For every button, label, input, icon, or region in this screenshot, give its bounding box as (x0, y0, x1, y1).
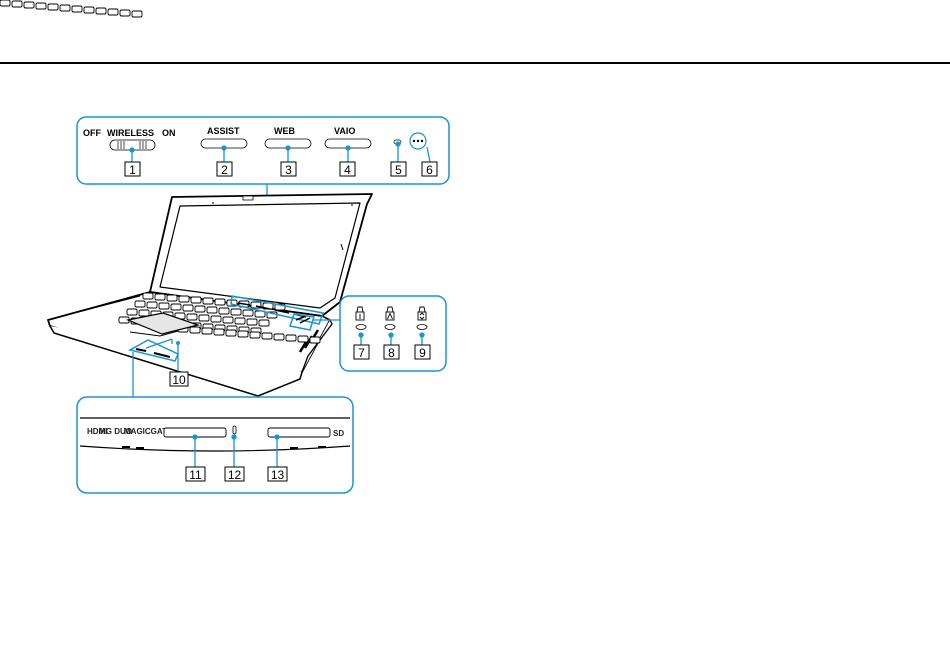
callout-8: 8 (384, 345, 399, 360)
svg-text:11: 11 (189, 468, 202, 482)
label-off: OFF (83, 128, 101, 138)
svg-text:7: 7 (358, 346, 365, 360)
callout-2: 2 (217, 162, 232, 177)
scroll-lock-indicator (417, 325, 427, 330)
label-assist: ASSIST (207, 126, 240, 136)
media-access-indicator (233, 426, 236, 434)
num-lock-indicator (356, 325, 366, 330)
label-vaio: VAIO (334, 126, 355, 136)
callout-13: 13 (268, 467, 287, 482)
label-wireless: WIRELESS (107, 128, 154, 138)
svg-text:8: 8 (388, 346, 395, 360)
callout-9: 9 (415, 345, 430, 360)
label-web: WEB (274, 126, 295, 136)
svg-text:5: 5 (395, 163, 402, 177)
callout-12: 12 (225, 467, 244, 482)
callout-4: 4 (340, 162, 355, 177)
callout-6: 6 (422, 162, 437, 177)
laptop (48, 194, 372, 396)
callout-1: 1 (125, 162, 140, 177)
svg-text:4: 4 (344, 163, 351, 177)
front-media-panel (77, 397, 353, 493)
sd-label: SD (333, 429, 344, 438)
callout-7: 7 (354, 345, 369, 360)
label-on: ON (162, 128, 176, 138)
svg-text:9: 9 (419, 346, 426, 360)
callout-10: 10 (170, 372, 188, 387)
svg-text:13: 13 (271, 468, 285, 482)
svg-text:12: 12 (228, 468, 242, 482)
svg-text:1: 1 (129, 163, 136, 177)
svg-text:10: 10 (172, 373, 186, 387)
svg-text:6: 6 (426, 163, 433, 177)
svg-text:3: 3 (285, 163, 292, 177)
callout-3: 3 (281, 162, 296, 177)
svg-text:2: 2 (221, 163, 228, 177)
caps-lock-indicator (385, 325, 395, 330)
callout-5: 5 (391, 162, 406, 177)
callout-11: 11 (186, 467, 205, 482)
